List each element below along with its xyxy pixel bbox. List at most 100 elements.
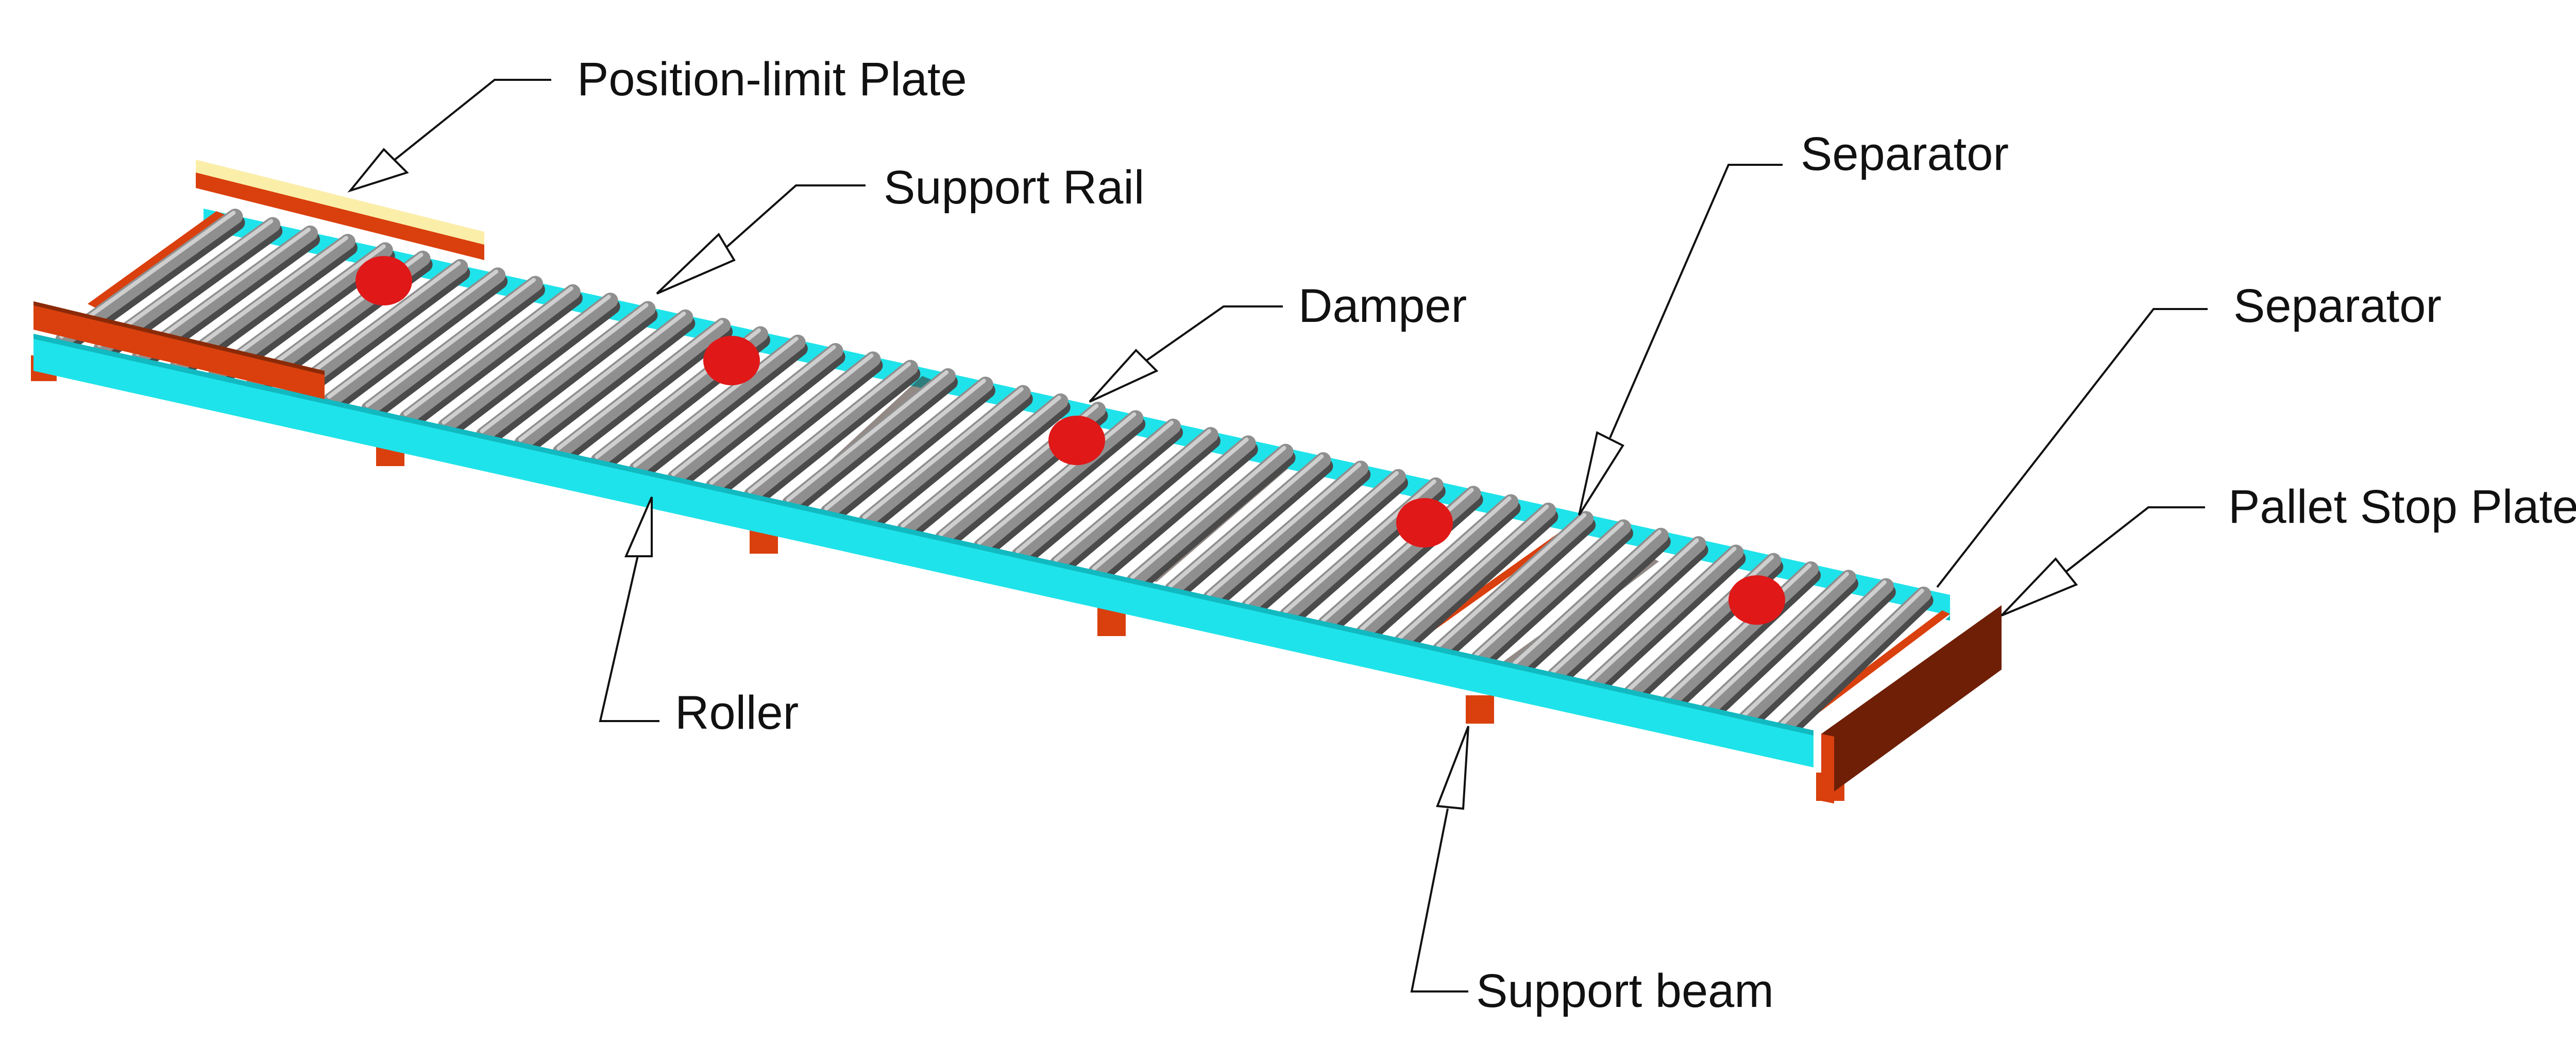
roller-highlight — [1474, 521, 1624, 657]
roller — [399, 284, 581, 425]
roller-highlight — [1513, 529, 1662, 665]
arrowhead-separator-1 — [1578, 431, 1624, 516]
roller-highlight — [1245, 471, 1399, 605]
support-beam — [1097, 608, 1126, 636]
labels: Position-limit Plate Support Rail Separa… — [577, 53, 2576, 1017]
roller — [323, 267, 506, 408]
roller — [1662, 561, 1819, 709]
dampers — [355, 256, 1785, 625]
roller — [820, 377, 993, 520]
roller-highlight — [1360, 496, 1512, 631]
front-end-plate — [33, 304, 325, 399]
near-support-rail-top — [33, 334, 1814, 735]
label-roller: Roller — [675, 687, 799, 739]
leader-roller — [599, 551, 659, 722]
roller — [514, 309, 693, 451]
roller — [476, 301, 656, 442]
roller — [1241, 469, 1406, 614]
roller-highlight — [824, 379, 986, 511]
damper — [1048, 416, 1105, 465]
roller-highlight — [862, 387, 1024, 519]
roller-highlight — [1666, 563, 1812, 700]
roller-highlight — [327, 269, 499, 399]
roller-highlight — [709, 353, 874, 485]
roller-highlight — [1436, 513, 1587, 648]
roller-highlight — [1398, 504, 1549, 640]
arrowhead-position-limit-plate — [347, 148, 409, 193]
label-support-beam: Support beam — [1476, 965, 1774, 1017]
arrowhead-support-rail — [656, 232, 736, 295]
arrowhead-roller — [624, 497, 653, 557]
damper — [1396, 498, 1453, 547]
roller — [1509, 527, 1669, 675]
roller-highlight — [671, 345, 836, 476]
leader-support-beam — [1410, 808, 1468, 992]
damper — [703, 336, 760, 385]
roller-highlight — [977, 412, 1137, 545]
roller — [1547, 536, 1706, 683]
roller-highlight — [748, 362, 911, 493]
roller — [1126, 443, 1294, 589]
roller-highlight — [289, 261, 461, 390]
roller-highlight — [1780, 588, 1924, 726]
roller — [1776, 586, 1931, 735]
roller-highlight — [518, 311, 686, 442]
label-separator-2: Separator — [2233, 280, 2442, 332]
roller — [705, 351, 881, 494]
roller-highlight — [212, 244, 386, 373]
leader-position-limit-plate — [391, 79, 551, 163]
label-damper: Damper — [1298, 280, 1467, 332]
separator-bar — [88, 211, 227, 309]
roller — [1700, 570, 1856, 718]
roller — [896, 393, 1069, 537]
arrowhead-pallet-stop-plate — [2001, 557, 2078, 617]
roller — [1432, 511, 1594, 658]
callouts — [347, 79, 2208, 992]
label-position-limit-plate: Position-limit Plate — [577, 53, 967, 106]
pallet-stop-plate-face — [1821, 734, 1834, 803]
leader-pallet-stop-plate — [2065, 506, 2205, 573]
arrowhead-support-beam — [1436, 726, 1469, 810]
roller — [1088, 435, 1256, 580]
leader-separator-1 — [1609, 164, 1783, 438]
roller — [743, 360, 919, 503]
label-separator-1: Separator — [1801, 128, 2009, 180]
near-support-rail — [33, 337, 1814, 767]
leader-support-rail — [725, 184, 866, 248]
roller-highlight — [1704, 572, 1849, 709]
roller — [1470, 519, 1631, 666]
label-support-rail: Support Rail — [884, 161, 1144, 214]
support-beam — [1466, 695, 1494, 724]
roller-highlight — [633, 336, 799, 468]
roller-highlight — [556, 320, 724, 451]
roller — [361, 276, 544, 417]
roller — [858, 385, 1031, 528]
roller — [1164, 452, 1331, 597]
roller-highlight — [174, 236, 348, 365]
roller-highlight — [1589, 546, 1737, 683]
conveyor-bed — [33, 229, 1950, 734]
front-end-plate-top — [33, 301, 325, 375]
roller — [437, 293, 618, 434]
roller-highlight — [365, 278, 536, 407]
roller-highlight — [442, 295, 611, 425]
damper — [355, 256, 412, 305]
roller-highlight — [1551, 538, 1699, 674]
roller — [782, 368, 956, 511]
roller-highlight — [1015, 420, 1174, 554]
roller — [1011, 418, 1181, 563]
roller — [1355, 494, 1519, 640]
roller-highlight — [1742, 580, 1887, 717]
roller-highlight — [1130, 446, 1286, 579]
damper — [1728, 575, 1785, 625]
roller — [667, 343, 843, 486]
roller-highlight — [901, 395, 1061, 528]
roller-highlight — [786, 370, 949, 502]
roller-highlight — [135, 227, 311, 356]
roller — [552, 318, 731, 460]
roller — [629, 334, 806, 477]
roller — [1049, 427, 1218, 572]
roller — [1585, 544, 1744, 692]
roller-highlight — [1168, 454, 1324, 588]
